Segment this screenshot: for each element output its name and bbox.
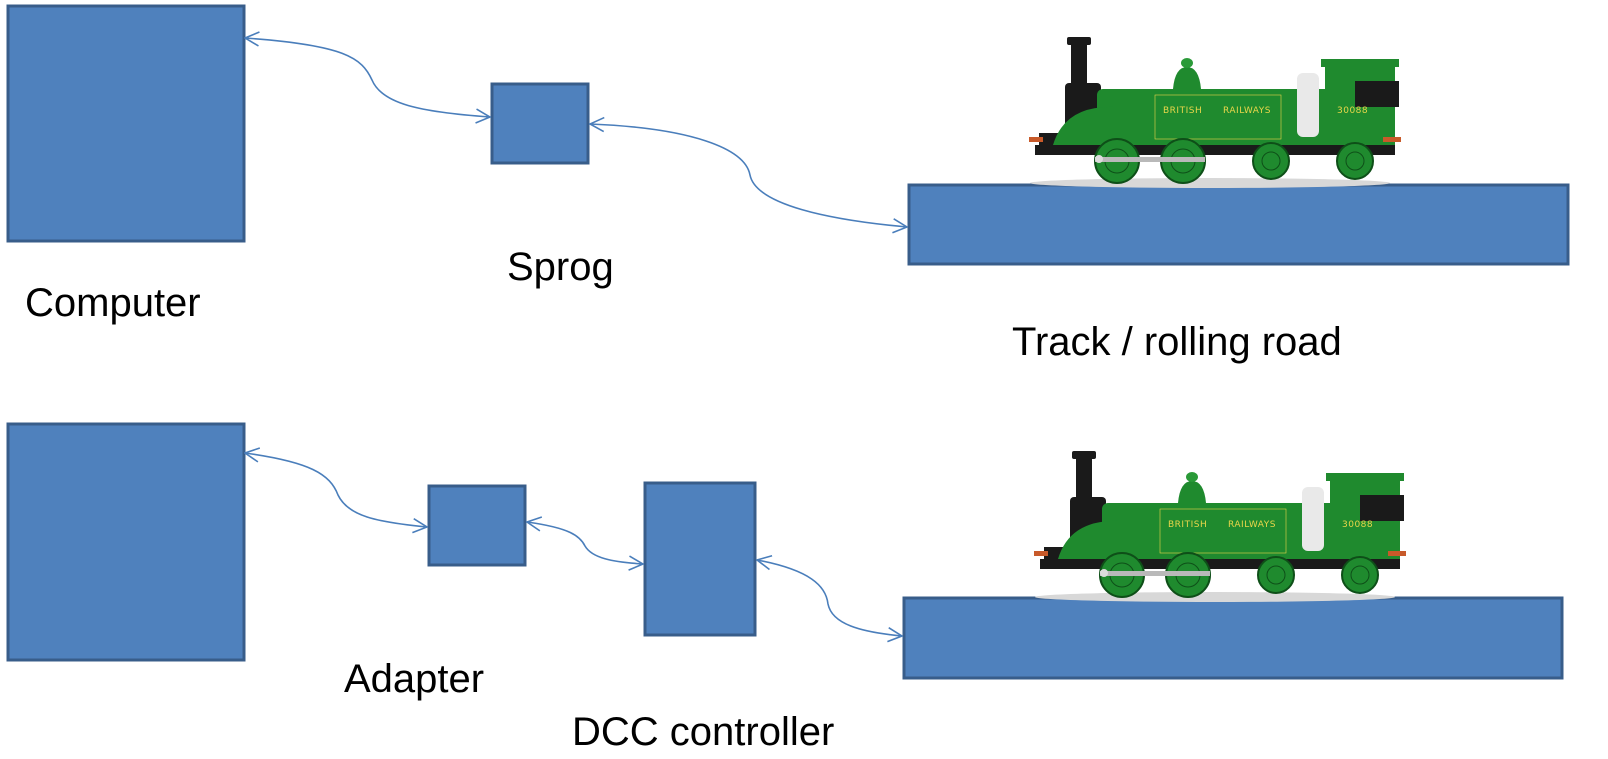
track-box-bottom	[902, 596, 1564, 680]
computer-box-bottom	[6, 422, 246, 662]
svg-text:30088: 30088	[1342, 520, 1373, 530]
locomotive-image-top: BRITISH RAILWAYS 30088	[1028, 36, 1402, 189]
dcc-track-connector	[757, 560, 902, 636]
track-label: Track / rolling road	[1012, 320, 1342, 364]
dcc-controller-label: DCC controller	[572, 710, 834, 754]
sprog-track-connector	[590, 124, 907, 227]
svg-text:BRITISH: BRITISH	[1163, 106, 1202, 116]
computer-adapter-connector	[245, 453, 427, 527]
svg-text:30088: 30088	[1337, 106, 1368, 116]
computer-label: Computer	[25, 281, 201, 325]
computer-sprog-connector	[245, 38, 490, 117]
dcc-controller-box	[643, 481, 757, 637]
locomotive-image-bottom: BRITISH RAILWAYS 30088	[1033, 450, 1407, 603]
computer-box	[6, 4, 246, 243]
adapter-box	[427, 484, 527, 567]
sprog-box	[490, 82, 590, 165]
sprog-label: Sprog	[507, 245, 614, 289]
svg-text:RAILWAYS: RAILWAYS	[1223, 106, 1271, 116]
svg-text:BRITISH: BRITISH	[1168, 520, 1207, 530]
svg-text:RAILWAYS: RAILWAYS	[1228, 520, 1276, 530]
adapter-dcc-connector	[527, 522, 643, 564]
adapter-label: Adapter	[344, 657, 484, 701]
track-box	[907, 183, 1570, 266]
